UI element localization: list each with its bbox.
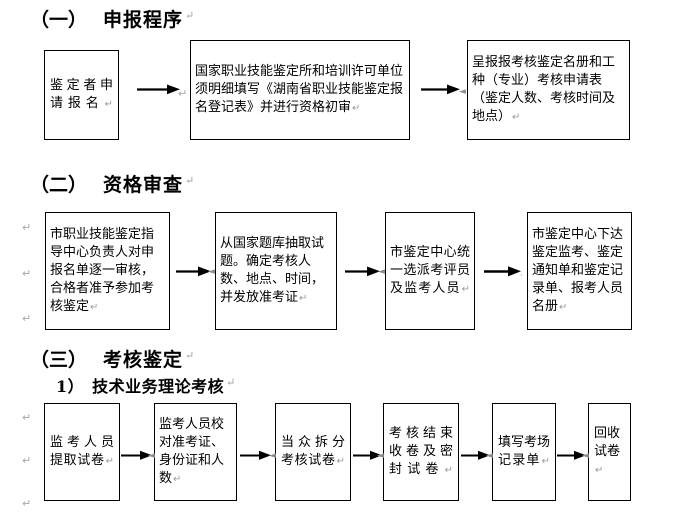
box-1-2[interactable]: 国家职业技能鉴定所和培训许可单位须明细填写《湖南省职业技能鉴定报名登记表》并进行… (190, 40, 410, 140)
paragraph-mark-icon: ↵ (22, 312, 32, 325)
box-2-2[interactable]: 从国家题库抽取试题。确定考核人数、地点、时间，并发放准考证↵ (215, 212, 337, 330)
paragraph-mark-icon: ↵ (185, 348, 196, 362)
section-2-title: 资格审查 (103, 174, 184, 196)
paragraph-mark-icon: ↵ (22, 497, 32, 510)
arrow-3-3-icon (353, 449, 383, 461)
paragraph-mark-icon: ↵ (178, 87, 188, 100)
box-1-1-text: 鉴定者申请报名↵ (50, 77, 113, 111)
section-3-title: 考核鉴定 (103, 349, 184, 371)
box-3-1-text: 监考人员提取试卷↵ (50, 434, 114, 468)
box-3-3[interactable]: 当众拆分考核试卷↵ (275, 403, 351, 501)
paragraph-mark-icon: ↵ (444, 464, 453, 476)
box-3-2[interactable]: 监考人员校对准考证、身份证和人数↵ (154, 403, 237, 501)
paragraph-mark-icon: ↵ (185, 8, 196, 22)
box-2-4-text: 市鉴定中心下达鉴定监考、鉴定通知单和鉴定记录单、报考人员名册↵ (532, 226, 624, 314)
box-2-1[interactable]: 市职业技能鉴定指导中心负责人对申报名单逐一审核，合格者准予参加考核鉴定↵ (45, 212, 170, 330)
box-2-2-text: 从国家题库抽取试题。确定考核人数、地点、时间，并发放准考证↵ (220, 235, 325, 305)
box-2-3-text: 市鉴定中心统一选派考评员及监考人员↵ (390, 244, 470, 296)
arrow-1-2-icon (421, 83, 461, 95)
box-2-1-text: 市职业技能鉴定指导中心负责人对申报名单逐一审核，合格者准予参加考核鉴定↵ (50, 226, 155, 314)
paragraph-mark-icon: ↵ (336, 455, 345, 467)
box-3-1[interactable]: 监考人员提取试卷↵ (44, 403, 120, 501)
paragraph-mark-icon: ↵ (22, 411, 32, 424)
section-1-number: （一） (30, 9, 88, 31)
box-3-3-text: 当众拆分考核试卷↵ (281, 434, 345, 468)
box-1-1[interactable]: 鉴定者申请报名↵ (44, 50, 119, 140)
box-3-5[interactable]: 填写考场记录单↵ (492, 403, 556, 501)
arrow-2-1-icon (176, 265, 212, 277)
paragraph-mark-icon: ↵ (104, 98, 113, 110)
paragraph-mark-icon: ↵ (461, 283, 470, 295)
box-3-4-text: 考核结束收卷及密封试卷↵ (389, 425, 453, 477)
anchor-mark-icon: ◄ (269, 451, 276, 461)
arrow-1-1-icon (137, 83, 181, 95)
paragraph-mark-icon: ↵ (22, 221, 32, 234)
subsection-title: 技术业务理论考核 (92, 377, 225, 396)
section-2-heading: （二） 资格审查↵ (30, 170, 195, 197)
section-1-title: 申报程序 (103, 9, 184, 31)
anchor-mark-icon: ◄ (378, 267, 385, 277)
arrow-3-2-icon (240, 449, 272, 461)
anchor-mark-icon: ◄ (459, 87, 466, 97)
paragraph-mark-icon: ↵ (226, 375, 236, 389)
section-3-heading: （三） 考核鉴定↵ (30, 345, 195, 372)
arrow-2-3-icon (484, 265, 522, 277)
section-3-number: （三） (30, 349, 88, 371)
subsection-number: 1） (56, 377, 85, 396)
paragraph-mark-icon: ↵ (185, 173, 196, 187)
box-3-4[interactable]: 考核结束收卷及密封试卷↵ (383, 403, 459, 501)
box-2-3[interactable]: 市鉴定中心统一选派考评员及监考人员↵ (385, 212, 475, 330)
box-2-4[interactable]: 市鉴定中心下达鉴定监考、鉴定通知单和鉴定记录单、报考人员名册↵ (527, 212, 632, 330)
arrow-3-5-icon (557, 449, 587, 461)
paragraph-mark-icon: ↵ (299, 292, 308, 304)
anchor-mark-icon: ◄ (486, 451, 493, 461)
anchor-mark-icon: ◄ (582, 451, 589, 461)
section-3-subheading: 1） 技术业务理论考核↵ (56, 373, 236, 397)
box-1-2-text: 国家职业技能鉴定所和培训许可单位须明细填写《湖南省职业技能鉴定报名登记表》并进行… (195, 63, 404, 115)
paragraph-mark-icon: ↵ (595, 464, 604, 476)
arrow-3-4-icon (461, 449, 491, 461)
paragraph-mark-icon: ↵ (559, 301, 568, 313)
box-1-3[interactable]: 呈报报考核鉴定名册和工种（专业）考核申请表（鉴定人数、考核时间及地点）↵ (467, 40, 630, 140)
arrow-2-2-icon (345, 265, 381, 277)
arrow-3-1-icon (121, 449, 153, 461)
anchor-mark-icon: · (520, 271, 523, 281)
box-3-2-text: 监考人员校对准考证、身份证和人数↵ (159, 416, 225, 486)
box-3-6[interactable]: 回收试卷↵ (588, 403, 631, 501)
paragraph-mark-icon: ↵ (22, 267, 32, 280)
anchor-mark-icon: ◄ (208, 267, 215, 277)
paragraph-mark-icon: ↵ (90, 301, 99, 313)
paragraph-mark-icon: ↵ (105, 455, 114, 467)
paragraph-mark-icon: ↵ (541, 455, 550, 467)
section-1-heading: （一） 申报程序↵ (30, 5, 195, 32)
paragraph-mark-icon: ↵ (512, 111, 521, 123)
anchor-mark-icon: ◄ (377, 451, 384, 461)
box-1-3-text: 呈报报考核鉴定名册和工种（专业）考核申请表（鉴定人数、考核时间及地点）↵ (472, 54, 616, 124)
paragraph-mark-icon: ↵ (22, 454, 32, 467)
box-3-6-text: 回收试卷↵ (594, 425, 621, 476)
paragraph-mark-icon: ↵ (352, 102, 361, 114)
paragraph-mark-icon: ↵ (173, 473, 182, 485)
section-2-number: （二） (30, 174, 88, 196)
anchor-mark-icon: ◄ (148, 451, 155, 461)
box-3-5-text: 填写考场记录单↵ (498, 434, 551, 468)
